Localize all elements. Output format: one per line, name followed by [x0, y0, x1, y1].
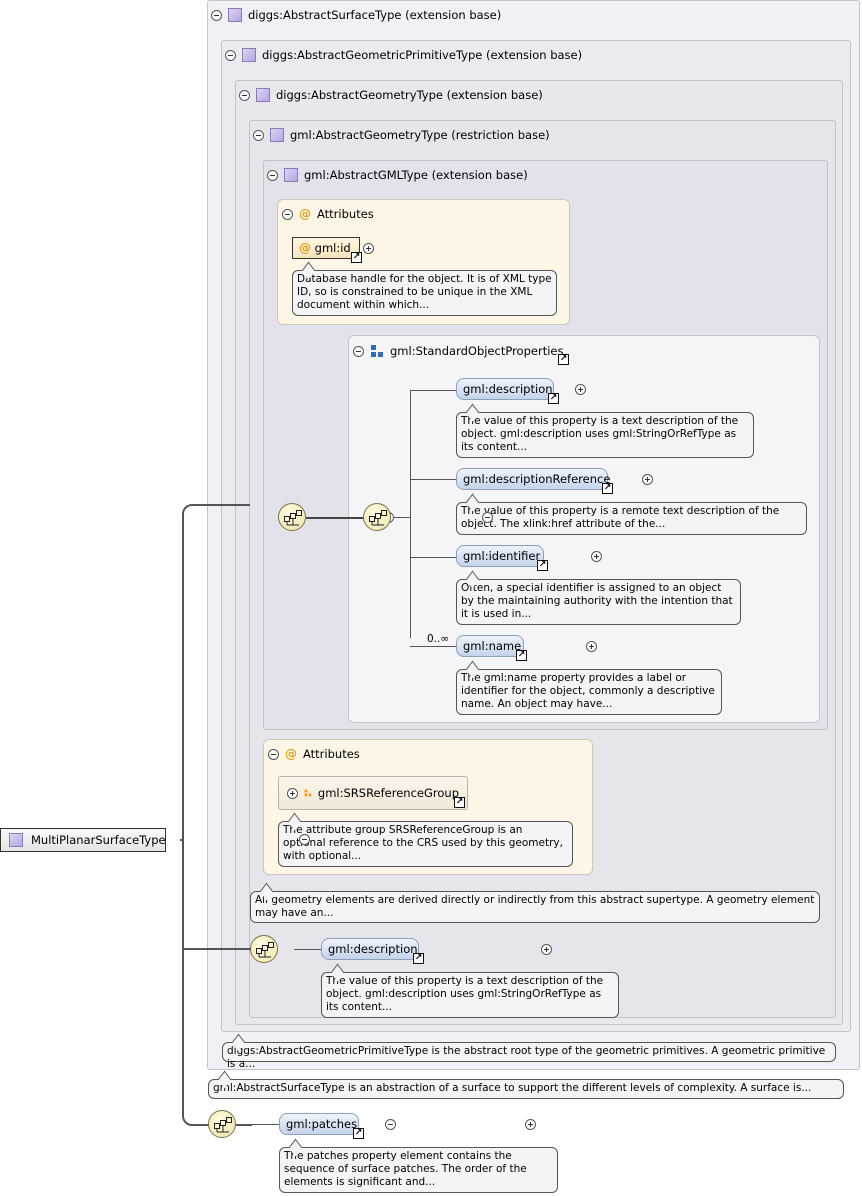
- connector: [410, 390, 411, 638]
- link-arrow-icon[interactable]: ↗: [537, 560, 548, 571]
- element-doc: The value of this property is a text des…: [321, 972, 619, 1018]
- link-arrow-icon[interactable]: ↗: [548, 393, 559, 404]
- box-label: diggs:AbstractGeometryType (extension ba…: [276, 88, 543, 102]
- element-gml-description[interactable]: gml:description: [456, 378, 554, 400]
- collapse-icon[interactable]: [225, 49, 236, 61]
- link-arrow-icon[interactable]: ↗: [413, 953, 424, 964]
- box-label: diggs:AbstractSurfaceType (extension bas…: [248, 8, 502, 22]
- connector: [180, 839, 183, 841]
- expand-icon[interactable]: [287, 787, 298, 799]
- attributes-title: Attributes: [317, 207, 374, 221]
- primitive-type-doc: diggs:AbstractGeometricPrimitiveType is …: [222, 1042, 836, 1070]
- collapse-icon[interactable]: [268, 748, 279, 760]
- surface-type-doc: gml:AbstractSurfaceType is an abstractio…: [208, 1079, 844, 1099]
- element-gml-patches[interactable]: gml:patches: [279, 1113, 359, 1135]
- type-icon: [242, 48, 256, 62]
- gml-id-doc: Database handle for the object. It is of…: [292, 270, 557, 316]
- sequence-compositor-icon[interactable]: [208, 1110, 236, 1138]
- collapse-icon[interactable]: [482, 512, 493, 523]
- connector: [183, 948, 251, 950]
- element-gml-description[interactable]: gml:description: [321, 938, 419, 960]
- collapse-icon[interactable]: [282, 208, 293, 220]
- connector: [238, 1124, 252, 1126]
- srs-reference-group[interactable]: gml:SRSReferenceGroup: [278, 776, 468, 810]
- expand-icon[interactable]: [574, 384, 586, 395]
- multiplicity-label: 0..∞: [427, 633, 450, 645]
- sequence-compositor-icon[interactable]: [278, 503, 306, 531]
- collapse-icon[interactable]: [298, 834, 310, 845]
- expand-icon[interactable]: [541, 944, 552, 955]
- at-icon: @: [285, 747, 297, 761]
- connector: [410, 557, 456, 558]
- gml-id-attribute[interactable]: @ gml:id: [292, 237, 360, 259]
- box-label: gml:AbstractGMLType (extension base): [304, 168, 528, 182]
- link-arrow-icon[interactable]: ↗: [516, 650, 527, 661]
- type-icon: [9, 833, 23, 847]
- connector: [252, 1124, 280, 1125]
- type-icon: [228, 8, 242, 22]
- type-icon: [270, 128, 284, 142]
- collapse-icon[interactable]: [353, 345, 364, 357]
- link-arrow-icon[interactable]: ↗: [351, 252, 362, 263]
- connector: [182, 504, 250, 1126]
- expand-icon[interactable]: [363, 243, 374, 254]
- connector: [390, 517, 410, 518]
- link-arrow-icon[interactable]: ↗: [558, 354, 569, 365]
- box-label: gml:AbstractGeometryType (restriction ba…: [290, 128, 550, 142]
- gml-id-label: gml:id: [314, 241, 351, 255]
- link-arrow-icon[interactable]: ↗: [353, 1128, 364, 1139]
- root-type-node[interactable]: MultiPlanarSurfaceType: [0, 828, 166, 852]
- collapse-icon[interactable]: [267, 169, 278, 181]
- connector: [306, 517, 364, 519]
- collapse-icon[interactable]: [211, 9, 222, 21]
- element-gml-identifier[interactable]: gml:identifier: [456, 545, 544, 567]
- connector: [410, 479, 456, 480]
- element-doc: The patches property element contains th…: [279, 1147, 558, 1193]
- type-icon: [256, 88, 270, 102]
- collapse-icon[interactable]: [239, 89, 250, 101]
- group-icon: [371, 345, 383, 357]
- collapse-icon[interactable]: [385, 1119, 396, 1130]
- group-label: gml:SRSReferenceGroup: [317, 786, 459, 800]
- sequence-compositor-icon[interactable]: [250, 935, 278, 963]
- link-arrow-icon[interactable]: ↗: [602, 483, 613, 494]
- element-gml-description-reference[interactable]: gml:descriptionReference: [456, 468, 610, 490]
- element-gml-name[interactable]: gml:name: [456, 635, 524, 657]
- group-doc: The attribute group SRSReferenceGroup is…: [278, 821, 573, 867]
- element-doc: The value of this property is a text des…: [456, 412, 754, 458]
- at-icon: @: [299, 207, 311, 221]
- connector: [294, 949, 322, 950]
- element-doc: The gml:name property provides a label o…: [456, 669, 722, 715]
- expand-icon[interactable]: [590, 551, 602, 562]
- at-icon: @: [299, 241, 311, 255]
- gml-abstract-geometry-doc: All geometry elements are derived direct…: [250, 891, 820, 923]
- sequence-compositor-icon[interactable]: [363, 503, 391, 531]
- type-icon: [284, 168, 298, 182]
- expand-icon[interactable]: [586, 641, 597, 652]
- group-icon: [304, 789, 312, 797]
- collapse-icon[interactable]: [253, 129, 264, 141]
- box-label: diggs:AbstractGeometricPrimitiveType (ex…: [262, 48, 583, 62]
- link-arrow-icon[interactable]: ↗: [454, 797, 465, 808]
- root-label: MultiPlanarSurfaceType: [31, 833, 166, 847]
- expand-icon[interactable]: [524, 1119, 536, 1130]
- connector: [410, 390, 456, 391]
- expand-icon[interactable]: [642, 474, 653, 485]
- group-label: gml:StandardObjectProperties: [390, 344, 564, 358]
- connector: [410, 646, 456, 647]
- element-doc: The value of this property is a remote t…: [456, 502, 807, 535]
- attributes-title: Attributes: [303, 747, 360, 761]
- element-doc: Often, a special identifier is assigned …: [456, 579, 741, 625]
